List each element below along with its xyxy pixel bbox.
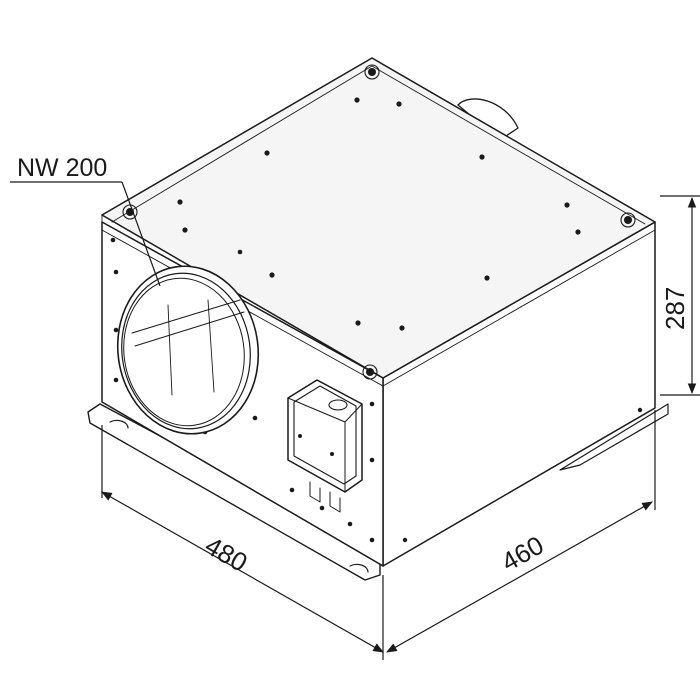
top-corner-bolts [126, 68, 632, 376]
dim-line-depth [386, 501, 653, 653]
dimension-lines [10, 181, 700, 660]
dim-depth-label: 460 [496, 530, 549, 577]
top-lid-edge [111, 65, 646, 225]
top-screws [177, 97, 581, 331]
flange-slot-left [109, 419, 129, 429]
rear-flange [559, 403, 669, 471]
dim-width-label: 480 [200, 530, 253, 578]
top-face [101, 57, 656, 379]
inlet-spigot [116, 265, 260, 435]
leader-line [121, 181, 161, 287]
nominal-diameter-label: NW 200 [17, 154, 107, 182]
dim-line-width [101, 491, 384, 653]
rear-outlet-stub [457, 98, 519, 141]
dim-height-label: 287 [660, 287, 690, 330]
